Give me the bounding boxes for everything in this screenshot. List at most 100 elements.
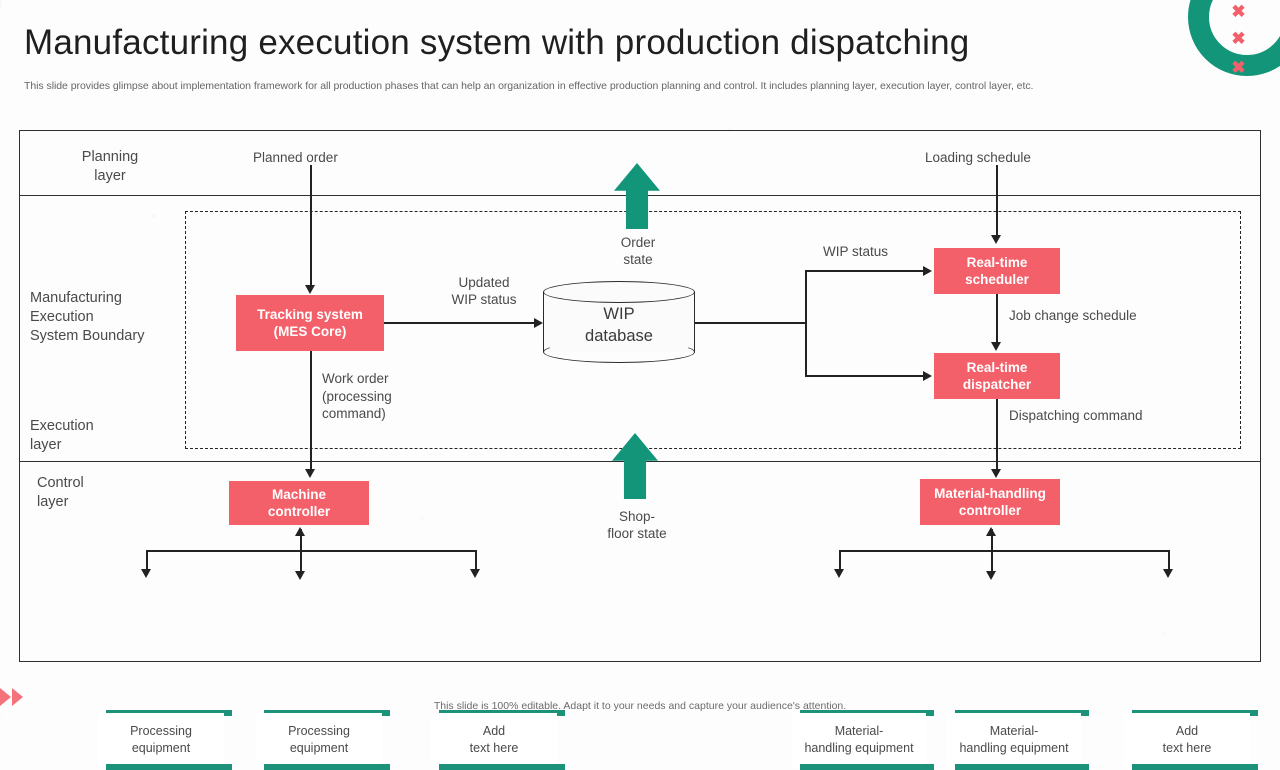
arrowhead-mhc-up	[986, 527, 996, 536]
flow-label-updated-wip-line2: WIP status	[451, 292, 517, 307]
node-machine-controller[interactable]: Machine controller	[229, 481, 369, 525]
flow-label-order-state-line2: state	[623, 252, 653, 267]
flow-label-planned-order: Planned order	[253, 150, 338, 165]
connector-job-change-schedule	[996, 294, 998, 344]
mes-system-boundary	[185, 211, 1241, 449]
equipment-card[interactable]: Add text here	[431, 710, 565, 770]
flow-label-work-order-line2: (processing	[322, 388, 392, 404]
connector-branch-to-dispatcher	[805, 375, 927, 377]
decorative-x-icon: ✖	[1231, 58, 1246, 77]
equipment-card-body: Material- handling equipment	[792, 713, 926, 767]
page-title: Manufacturing execution system with prod…	[24, 23, 970, 62]
flow-label-dispatching-command: Dispatching command	[1009, 408, 1143, 423]
flow-label-loading-schedule: Loading schedule	[925, 150, 1031, 165]
flow-label-work-order-line3: command)	[322, 406, 386, 421]
equipment-card-line2: equipment	[131, 741, 191, 755]
equipment-card-body: Processing equipment	[98, 713, 224, 767]
layer-label-mes-line3: System Boundary	[30, 328, 145, 344]
equipment-card[interactable]: Material- handling equipment	[792, 710, 934, 770]
flow-label-order-state: Order state	[599, 234, 677, 268]
connector-mhc-bus-right	[1168, 550, 1170, 572]
arrowhead-machine-controller-down	[295, 571, 305, 580]
layer-label-control-line2: layer	[37, 494, 69, 510]
equipment-card-bottom-bar	[955, 764, 1089, 770]
connector-mhc-stem	[991, 529, 993, 577]
arrowhead-job-change-schedule	[991, 342, 1001, 351]
equipment-card-line1: Add	[1175, 724, 1199, 738]
layer-label-execution-line2: layer	[30, 437, 62, 453]
layer-label-mes-line2: Execution	[30, 309, 94, 325]
wip-database-line2: database	[585, 327, 653, 345]
layer-label-control: Control layer	[37, 474, 84, 512]
page-subtitle: This slide provides glimpse about implem…	[24, 80, 1034, 92]
flow-label-wip-status: WIP status	[823, 244, 889, 259]
arrowhead-scheduler	[923, 266, 932, 276]
equipment-card[interactable]: Processing equipment	[98, 710, 232, 770]
equipment-card-bottom-bar	[800, 764, 934, 770]
wip-database-label: WIP database	[543, 281, 695, 363]
node-realtime-dispatcher-line2: dispatcher	[962, 377, 1032, 392]
connector-mhc-bus-left	[839, 550, 841, 572]
equipment-card-line1: Processing	[288, 724, 350, 738]
connector-machine-controller-stem	[300, 529, 302, 577]
node-material-handling-controller-line2: controller	[958, 503, 1022, 518]
flow-label-work-order: Work order (processing command)	[322, 370, 392, 423]
layer-label-planning-line2: layer	[94, 168, 126, 184]
arrowhead-equipment-3	[834, 569, 844, 578]
node-material-handling-controller[interactable]: Material-handling controller	[920, 479, 1060, 525]
arrowhead-dispatcher	[923, 371, 932, 381]
node-wip-database[interactable]: WIP database	[543, 281, 695, 363]
node-realtime-scheduler-line1: Real-time	[966, 255, 1028, 270]
flow-label-updated-wip-status: Updated WIP status	[424, 274, 544, 308]
equipment-card-bottom-bar	[106, 764, 232, 770]
wip-database-line1: WIP	[603, 305, 635, 323]
connector-mhc-bus	[839, 550, 1169, 552]
layer-label-control-line1: Control	[37, 475, 84, 491]
node-tracking-system[interactable]: Tracking system (MES Core)	[236, 295, 384, 351]
arrowhead-equipment-2	[470, 569, 480, 578]
equipment-card-line2: text here	[1162, 741, 1212, 755]
arrowhead-mhc-down	[986, 571, 996, 580]
connector-wip-to-branch	[694, 322, 806, 324]
equipment-card-body: Add text here	[431, 713, 557, 767]
flow-label-order-state-line1: Order	[620, 235, 656, 250]
node-realtime-dispatcher[interactable]: Real-time dispatcher	[934, 353, 1060, 399]
equipment-card[interactable]: Add text here	[1124, 710, 1258, 770]
flow-label-job-change-schedule: Job change schedule	[1009, 308, 1137, 323]
connector-branch-to-scheduler	[805, 270, 927, 272]
arrowhead-updated-wip-status	[534, 318, 543, 328]
slide-footer-note: This slide is 100% editable. Adapt it to…	[433, 700, 847, 712]
equipment-card[interactable]: Material- handling equipment	[947, 710, 1089, 770]
equipment-card-bottom-bar	[439, 764, 565, 770]
equipment-card-line2: handling equipment	[959, 741, 1069, 755]
flow-label-shop-floor-state-line2: floor state	[607, 526, 667, 541]
layer-label-execution: Execution layer	[30, 417, 94, 455]
connector-branch-vertical	[805, 270, 807, 376]
flow-label-shop-floor-state: Shop- floor state	[587, 508, 687, 542]
layer-label-mes-line1: Manufacturing	[30, 290, 122, 306]
arrowhead-work-order	[305, 469, 315, 478]
node-machine-controller-line2: controller	[267, 504, 331, 519]
arrowhead-dispatching-command	[991, 469, 1001, 478]
decorative-triangle-icon	[0, 688, 11, 706]
diagram-frame: Planning layer Manufacturing Execution S…	[19, 130, 1261, 770]
wip-database-cylinder-top	[543, 281, 695, 303]
flow-label-shop-floor-state-line1: Shop-	[618, 509, 656, 524]
equipment-card-line2: handling equipment	[804, 741, 914, 755]
equipment-card[interactable]: Processing equipment	[256, 710, 390, 770]
decorative-x-icon: ✖	[1231, 29, 1246, 48]
equipment-card-bottom-bar	[1132, 764, 1258, 770]
equipment-card-line2: equipment	[289, 741, 349, 755]
equipment-card-body: Add text here	[1124, 713, 1250, 767]
connector-dispatching-command	[996, 399, 998, 471]
node-realtime-scheduler[interactable]: Real-time scheduler	[934, 248, 1060, 294]
node-material-handling-controller-line1: Material-handling	[934, 486, 1046, 501]
equipment-card-body: Material- handling equipment	[947, 713, 1081, 767]
decorative-triangle-icon	[12, 688, 23, 706]
layer-label-planning: Planning layer	[50, 148, 170, 186]
connector-machine-bus-right	[475, 550, 477, 572]
node-tracking-system-line2: (MES Core)	[273, 324, 347, 339]
decorative-arrows-icon	[0, 688, 23, 706]
connector-work-order	[310, 351, 312, 471]
equipment-card-line1: Processing	[130, 724, 192, 738]
